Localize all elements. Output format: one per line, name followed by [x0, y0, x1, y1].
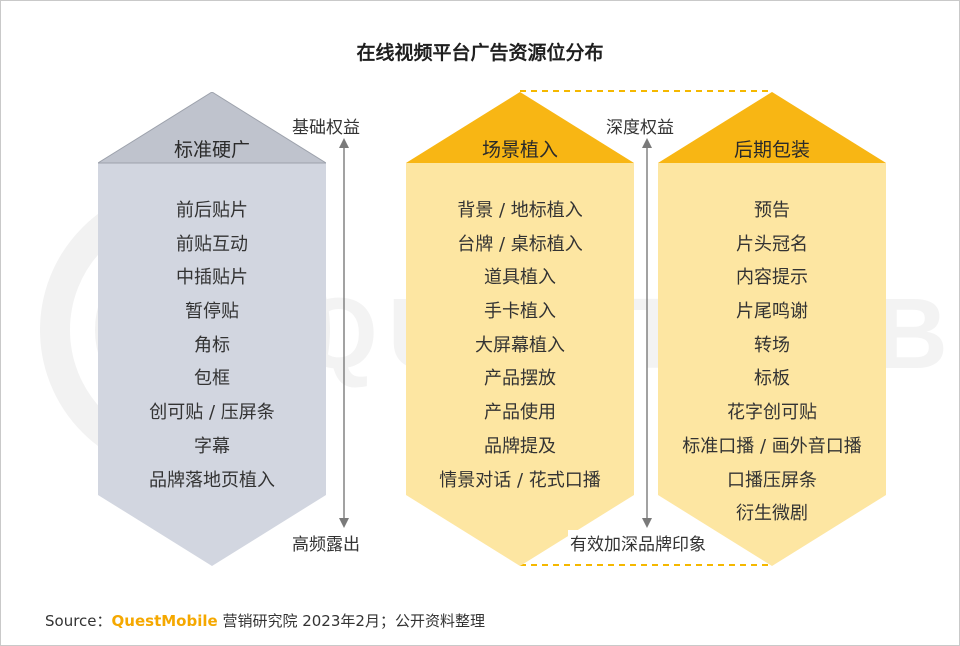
diagram-title: 在线视频平台广告资源位分布 [356, 42, 604, 64]
list-item: 内容提示 [736, 267, 808, 289]
list-item: 暂停贴 [185, 301, 239, 323]
source-brand: QuestMobile [111, 612, 218, 630]
list-item: 创可贴 / 压屏条 [149, 402, 275, 424]
list-item: 道具植入 [484, 267, 556, 289]
source-prefix: Source： [45, 612, 112, 630]
column-standard-ads [98, 92, 326, 566]
list-item: 背景 / 地标植入 [457, 200, 583, 221]
gray-hexagon-shape [98, 92, 326, 566]
list-item: 标板 [754, 368, 790, 390]
list-item: 转场 [754, 334, 790, 356]
column-title-post-packaging: 后期包装 [733, 139, 810, 161]
list-item: 包框 [194, 368, 230, 390]
list-item: 衍生微剧 [736, 503, 808, 525]
list-item: 品牌提及 [484, 435, 556, 457]
list-item: 标准口播 / 画外音口播 [682, 435, 862, 457]
source-suffix: 营销研究院 2023年2月；公开资料整理 [222, 612, 485, 630]
list-scene-placement: 背景 / 地标植入 台牌 / 桌标植入 道具植入 手卡植入 大屏幕植入 产品摆放… [406, 198, 634, 501]
list-item: 花字创可贴 [727, 402, 817, 424]
list-standard-ads: 前后贴片 前贴互动 中插贴片 暂停贴 角标 包框 创可贴 / 压屏条 字幕 品牌… [98, 198, 326, 501]
list-item: 字幕 [194, 435, 230, 457]
yellow-hexagon-shape [658, 92, 886, 566]
label-basic-rights: 基础权益 [292, 118, 360, 138]
yellow-hexagon-shape [406, 92, 634, 566]
label-high-exposure: 高频露出 [292, 535, 360, 555]
label-deep-rights: 深度权益 [606, 118, 674, 138]
list-item: 预告 [754, 200, 790, 221]
column-scene-placement [406, 92, 634, 566]
list-item: 前后贴片 [176, 200, 248, 221]
vertical-double-arrow-middle [642, 138, 652, 528]
source-note: Source：QuestMobile 营销研究院 2023年2月；公开资料整理 [45, 610, 485, 631]
list-item: 片头冠名 [736, 233, 808, 255]
column-title-scene-placement: 场景植入 [481, 139, 558, 161]
list-item: 角标 [194, 334, 230, 356]
list-item: 大屏幕植入 [475, 334, 565, 356]
label-brand-impression: 有效加深品牌印象 [568, 530, 708, 555]
list-item: 产品使用 [484, 402, 556, 424]
list-item: 情景对话 / 花式口播 [439, 469, 601, 491]
vertical-double-arrow-left [339, 138, 349, 528]
dashed-group-outline [520, 90, 772, 566]
list-item: 手卡植入 [484, 301, 556, 323]
column-post-packaging [658, 92, 886, 566]
list-item: 前贴互动 [176, 233, 248, 255]
list-item: 产品摆放 [484, 368, 556, 390]
list-item: 口播压屏条 [727, 469, 817, 491]
list-item: 片尾鸣谢 [736, 301, 808, 323]
column-title-standard-ads: 标准硬广 [173, 139, 250, 161]
list-item: 中插贴片 [176, 267, 248, 289]
list-item: 品牌落地页植入 [149, 469, 275, 491]
list-item: 台牌 / 桌标植入 [457, 233, 583, 255]
list-post-packaging: 预告 片头冠名 内容提示 片尾鸣谢 转场 标板 花字创可贴 标准口播 / 画外音… [658, 198, 886, 535]
